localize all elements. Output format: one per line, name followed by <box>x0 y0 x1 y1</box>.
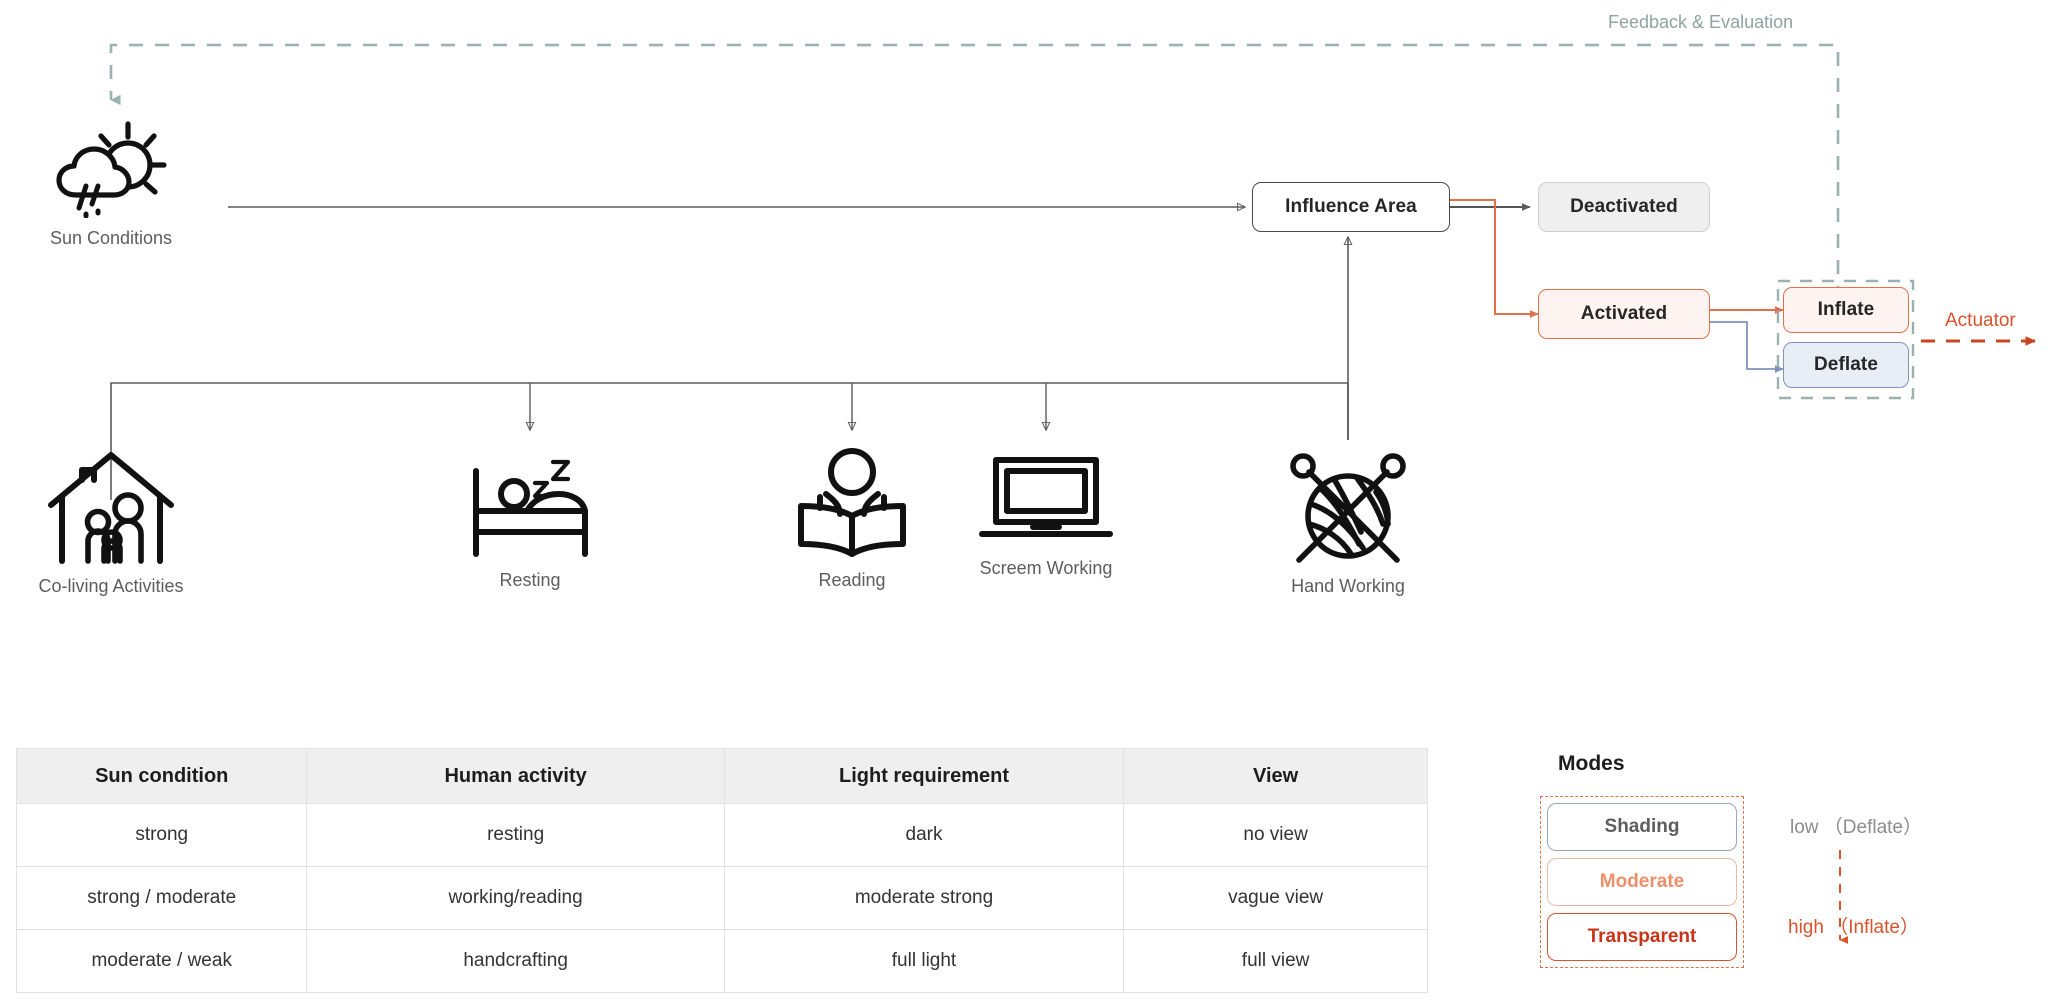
cell-light-requirement: moderate strong <box>723 866 1125 930</box>
table-col-sun-condition: Sun condition <box>15 748 308 804</box>
modes-panel: Modes Shading Moderate Transparent low （… <box>1540 752 2010 968</box>
table-row: moderate / weak handcrafting full light … <box>15 929 1428 993</box>
activated-to-deflate-connector <box>1710 321 1784 373</box>
table-header-row: Sun condition Human activity Light requi… <box>15 748 1428 804</box>
icon-group-reading: Reading <box>790 448 914 591</box>
icon-group-coliving-activities: Co-living Activities <box>22 448 200 597</box>
mode-chip-transparent[interactable]: Transparent <box>1547 913 1737 961</box>
cell-view: full view <box>1123 929 1428 993</box>
icon-group-sun-conditions: Sun Conditions <box>46 118 176 249</box>
node-influence-area[interactable]: Influence Area <box>1252 182 1450 232</box>
table-row: strong / moderate working/reading modera… <box>15 866 1428 930</box>
requirements-table: Sun condition Human activity Light requi… <box>15 748 1428 993</box>
node-inflate[interactable]: Inflate <box>1783 287 1909 333</box>
table-col-view: View <box>1123 748 1428 804</box>
cell-human-activity: working/reading <box>306 866 725 930</box>
table-col-human-activity: Human activity <box>306 748 725 804</box>
icon-group-hand-working: Hand Working <box>1268 448 1428 597</box>
knitting-needles <box>1290 453 1406 563</box>
activity-distribution-bus <box>110 382 1349 500</box>
cell-view: vague view <box>1123 866 1428 930</box>
rain-drops <box>76 183 101 218</box>
icon-label-resting: Resting <box>499 570 561 590</box>
mode-level-high: high （Inflate） <box>1788 917 1919 938</box>
cell-light-requirement: full light <box>723 929 1125 993</box>
node-deflate[interactable]: Deflate <box>1783 342 1909 388</box>
table-row: strong resting dark no view <box>15 803 1428 867</box>
node-activated[interactable]: Activated <box>1538 289 1710 339</box>
icon-label-coliving-activities: Co-living Activities <box>38 576 184 596</box>
cell-human-activity: resting <box>306 803 725 867</box>
zzz-glyph <box>532 459 571 499</box>
laptop-icon <box>979 457 1113 537</box>
cell-sun-condition: strong / moderate <box>15 866 308 930</box>
actuator-label: Actuator <box>1945 310 2016 331</box>
yarn-knitting-needles-icon <box>1290 453 1406 563</box>
icon-label-screem-working: Screem Working <box>979 558 1113 578</box>
icon-group-screem-working: Screem Working <box>960 448 1132 579</box>
icon-label-reading: Reading <box>818 570 886 590</box>
icon-group-resting: Resting <box>462 448 598 591</box>
cell-view: no view <box>1123 803 1428 867</box>
cell-human-activity: handcrafting <box>306 929 725 993</box>
influence-to-activated-connector <box>1450 198 1539 318</box>
cell-light-requirement: dark <box>723 803 1125 867</box>
mode-level-low: low （Deflate） <box>1790 817 1922 838</box>
mode-chip-shading[interactable]: Shading <box>1547 803 1737 851</box>
icon-label-sun-conditions: Sun Conditions <box>49 228 173 248</box>
house-family-icon <box>48 452 174 564</box>
sun-cloud-rain-icon <box>56 121 167 218</box>
bed-sleeping-icon <box>473 459 588 557</box>
feedback-loop-connector <box>109 43 1840 300</box>
cell-sun-condition: strong <box>15 803 308 867</box>
feedback-loop-label: Feedback & Evaluation <box>1608 12 1794 32</box>
cell-sun-condition: moderate / weak <box>15 929 308 993</box>
table-col-light-requirement: Light requirement <box>723 748 1125 804</box>
node-deactivated[interactable]: Deactivated <box>1538 182 1710 232</box>
person-reading-book-icon <box>798 448 906 557</box>
modes-title: Modes <box>1558 752 1625 775</box>
modes-chip-group: Shading Moderate Transparent <box>1540 796 1744 968</box>
icon-label-hand-working: Hand Working <box>1291 576 1405 596</box>
mode-chip-moderate[interactable]: Moderate <box>1547 858 1737 906</box>
cloud-shape <box>56 146 132 198</box>
